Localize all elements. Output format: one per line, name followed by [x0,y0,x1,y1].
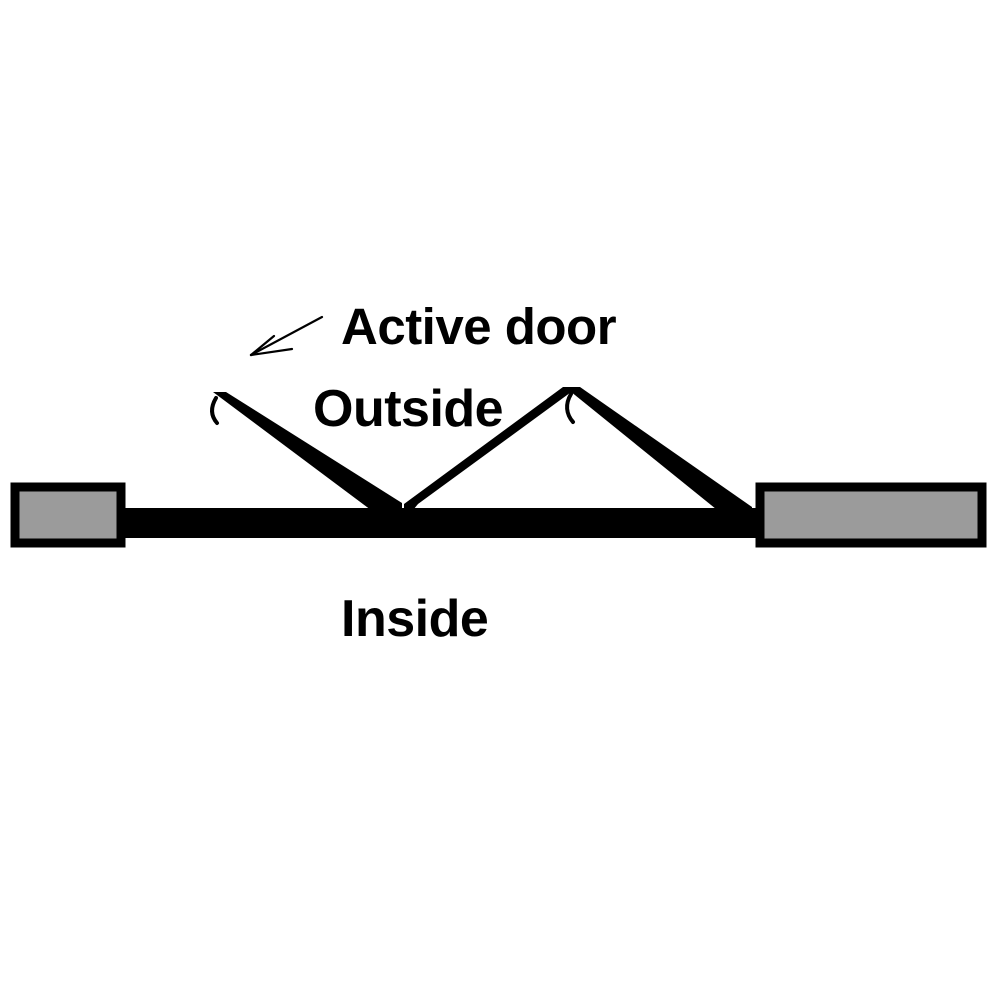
label-active-door: Active door [341,298,617,355]
right-wall-block [755,482,987,548]
active-door-panel [213,392,402,522]
label-outside: Outside [313,380,504,438]
hinge-mark-left [210,396,219,425]
left-wall-block [10,482,126,548]
inactive-door-panel-right [565,387,752,526]
leader-arrow [249,315,324,357]
label-inside: Inside [341,590,489,648]
door-threshold-bar [124,508,764,538]
hinge-mark-right [565,392,575,424]
